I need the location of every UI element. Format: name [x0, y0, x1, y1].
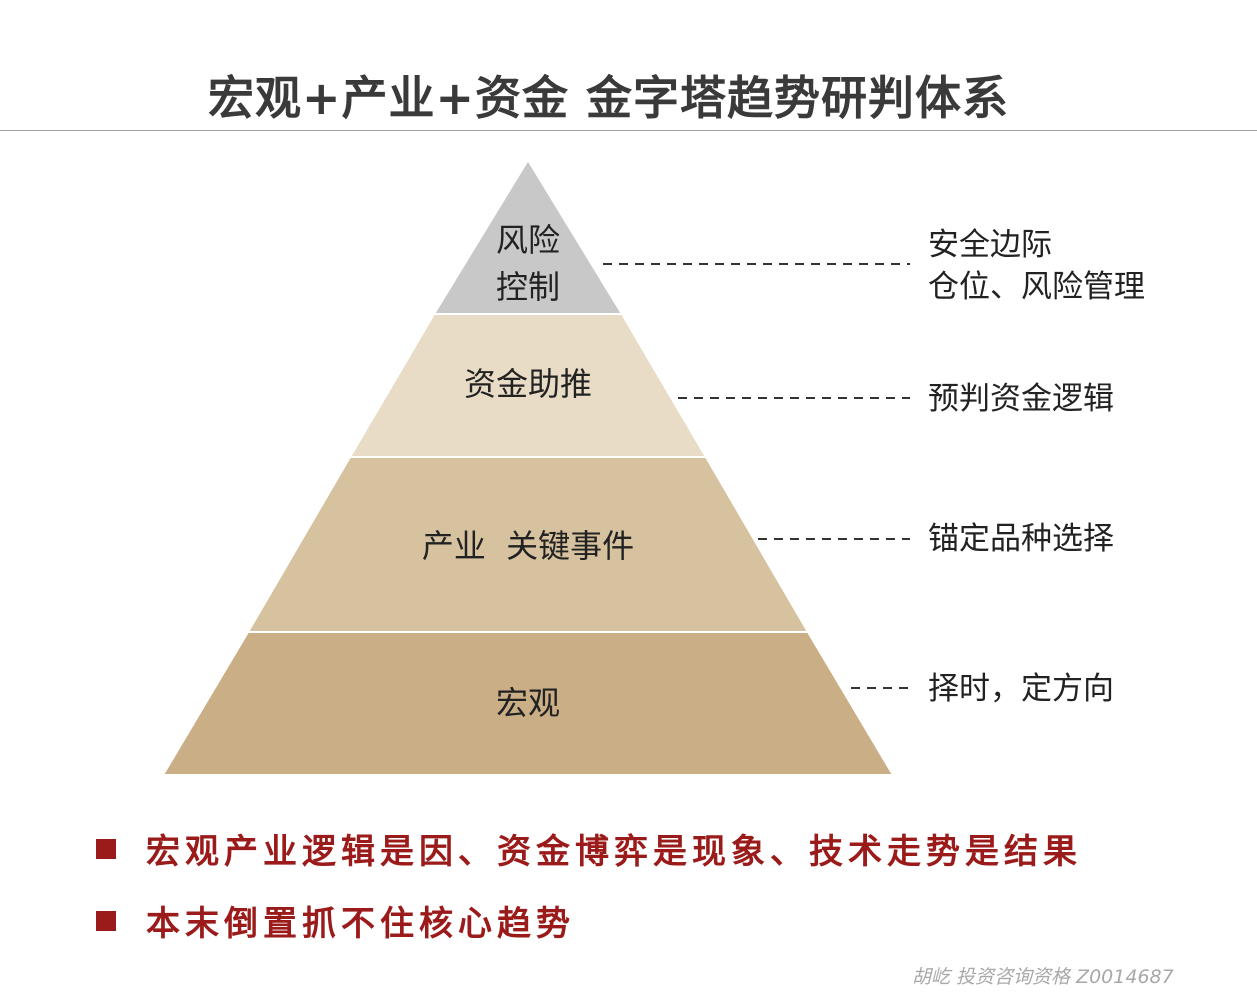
annotation-risk-control-line2: 仓位、风险管理 — [928, 269, 1145, 305]
bullet-item-2: 本末倒置抓不住核心趋势 — [96, 896, 575, 945]
bullet-item-1: 宏观产业逻辑是因、资金博弈是现象、技术走势是结果 — [96, 824, 1082, 873]
annotation-risk-control: 安全边际 仓位、风险管理 — [928, 224, 1145, 308]
annotation-industry-events-line1: 锚定品种选择 — [928, 521, 1114, 557]
layer-label-industry-events: 产业 关键事件 — [422, 527, 634, 565]
layer-label-capital-push: 资金助推 — [464, 365, 592, 403]
layer-label-macro: 宏观 — [496, 684, 560, 722]
annotation-capital-push: 预判资金逻辑 — [928, 378, 1114, 420]
layer-label-risk-control-line2: 控制 — [496, 268, 560, 306]
bullet-text-1: 宏观产业逻辑是因、资金博弈是现象、技术走势是结果 — [146, 832, 1082, 872]
bullet-text-2: 本末倒置抓不住核心趋势 — [146, 904, 575, 944]
annotation-macro: 择时，定方向 — [928, 668, 1114, 710]
annotation-industry-events: 锚定品种选择 — [928, 518, 1114, 560]
annotation-macro-line1: 择时，定方向 — [928, 671, 1114, 707]
layer-label-risk-control-line1: 风险 — [496, 221, 560, 259]
title-divider — [0, 130, 1257, 131]
bullet-square-icon — [96, 838, 116, 859]
footer-credential: 胡屹 投资咨询资格 Z0014687 — [912, 966, 1174, 988]
pyramid-layer-macro — [161, 631, 895, 776]
slide-title: 宏观+产业+资金 金字塔趋势研判体系 — [207, 71, 1010, 125]
annotation-capital-push-line1: 预判资金逻辑 — [928, 381, 1114, 417]
annotation-risk-control-line1: 安全边际 — [928, 227, 1052, 263]
bullet-square-icon — [96, 910, 116, 931]
